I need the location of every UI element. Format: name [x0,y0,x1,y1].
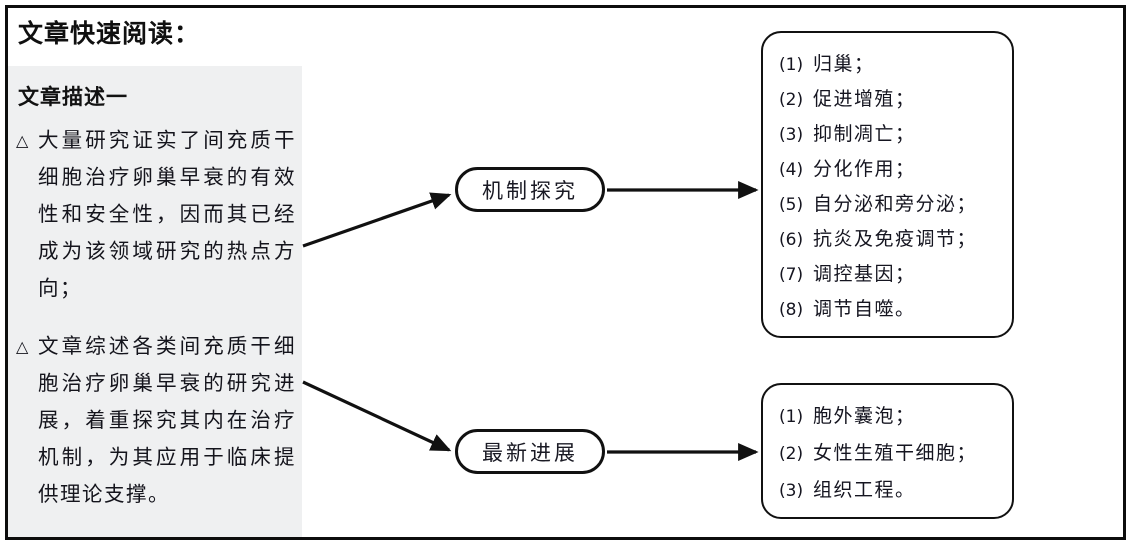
node-progress[interactable]: 最新进展 [455,429,605,474]
progress-list-box: (1) 胞外囊泡； (2) 女性生殖干细胞； (3) 组织工程。 [761,383,1014,519]
description-item-text: 文章综述各类间充质干细胞治疗卵巢早衰的研究进展，着重探究其内在治疗机制，为其应用… [38,334,296,506]
list-item: (8) 调节自噬。 [779,292,1012,327]
list-item: (1) 归巢； [779,47,1012,82]
node-mechanism-label: 机制探究 [482,178,578,203]
list-item-text: 自分泌和旁分泌； [813,193,978,215]
list-item-number: (7) [779,265,804,285]
list-item: (3) 抑制凋亡； [779,117,1012,152]
list-item-text: 组织工程。 [813,479,916,501]
list-item: (1) 胞外囊泡； [779,398,1012,435]
list-item-text: 归巢； [813,53,875,75]
list-item-text: 胞外囊泡； [813,405,916,427]
list-item-number: (1) [779,407,804,427]
list-item-text: 女性生殖干细胞； [813,442,978,464]
list-item-number: (3) [779,125,804,145]
progress-list: (1) 胞外囊泡； (2) 女性生殖干细胞； (3) 组织工程。 [763,385,1012,517]
list-item-number: (1) [779,55,804,75]
list-item-number: (5) [779,195,804,215]
list-item: (5) 自分泌和旁分泌； [779,187,1012,222]
triangle-bullet-icon: △ [16,131,30,150]
page-title: 文章快速阅读： [18,19,201,48]
list-item-text: 抑制凋亡； [813,123,916,145]
list-item-number: (3) [779,481,804,501]
list-item-number: (2) [779,444,804,464]
description-item: △ 文章综述各类间充质干细胞治疗卵巢早衰的研究进展，着重探究其内在治疗机制，为其… [16,328,296,513]
list-item: (2) 促进增殖； [779,82,1012,117]
list-item-number: (8) [779,300,804,320]
description-panel: 文章描述一 △ 大量研究证实了间充质干细胞治疗卵巢早衰的有效性和安全性，因而其已… [8,66,302,537]
list-item: (3) 组织工程。 [779,472,1012,509]
list-item: (2) 女性生殖干细胞； [779,435,1012,472]
mechanism-list-box: (1) 归巢； (2) 促进增殖； (3) 抑制凋亡； (4) 分化作用； (5… [761,31,1014,338]
mechanism-list: (1) 归巢； (2) 促进增殖； (3) 抑制凋亡； (4) 分化作用； (5… [763,33,1012,336]
list-item-text: 促进增殖； [813,88,916,110]
description-item-text: 大量研究证实了间充质干细胞治疗卵巢早衰的有效性和安全性，因而其已经成为该领域研究… [38,128,296,300]
list-item-text: 抗炎及免疫调节； [813,228,978,250]
list-item-text: 调控基因； [813,263,916,285]
list-item: (4) 分化作用； [779,152,1012,187]
list-item-number: (4) [779,160,804,180]
node-progress-label: 最新进展 [482,440,578,465]
triangle-bullet-icon: △ [16,337,30,356]
list-item-number: (2) [779,90,804,110]
list-item-number: (6) [779,230,804,250]
list-item: (6) 抗炎及免疫调节； [779,222,1012,257]
description-heading: 文章描述一 [18,85,128,109]
list-item-text: 调节自噬。 [813,298,916,320]
description-item: △ 大量研究证实了间充质干细胞治疗卵巢早衰的有效性和安全性，因而其已经成为该领域… [16,122,296,307]
list-item-text: 分化作用； [813,158,916,180]
list-item: (7) 调控基因； [779,257,1012,292]
node-mechanism[interactable]: 机制探究 [455,167,605,212]
